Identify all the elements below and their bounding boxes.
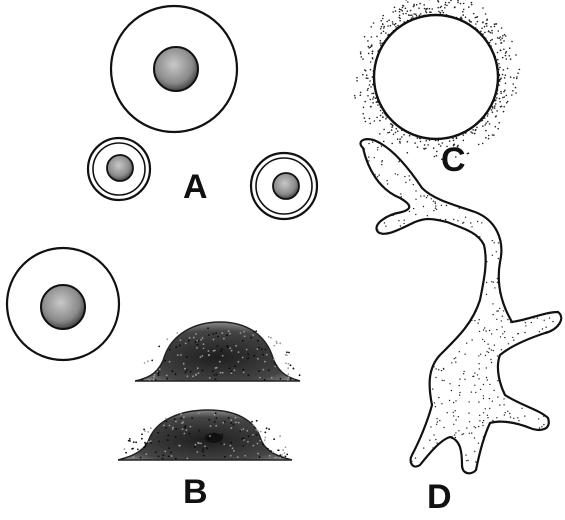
panel-label-d: D: [427, 480, 452, 514]
panel-label-c: C: [441, 143, 466, 177]
amoeboid-cell-outline: [361, 139, 562, 473]
cell-small-round-left: [88, 138, 150, 200]
cell-round-b: [7, 248, 119, 360]
mound-cell-lower: [118, 410, 292, 460]
cell-round-c: [374, 15, 498, 139]
cell-large-round: [111, 6, 237, 132]
panel-c-cell: [354, 0, 520, 160]
mound-cell-upper: [135, 322, 301, 381]
panel-d-cell: [354, 134, 565, 480]
panel-label-a: A: [183, 170, 208, 204]
cell-small-round-right: [251, 153, 317, 219]
panel-b-cells: [7, 248, 301, 460]
panel-label-b: B: [183, 475, 208, 509]
